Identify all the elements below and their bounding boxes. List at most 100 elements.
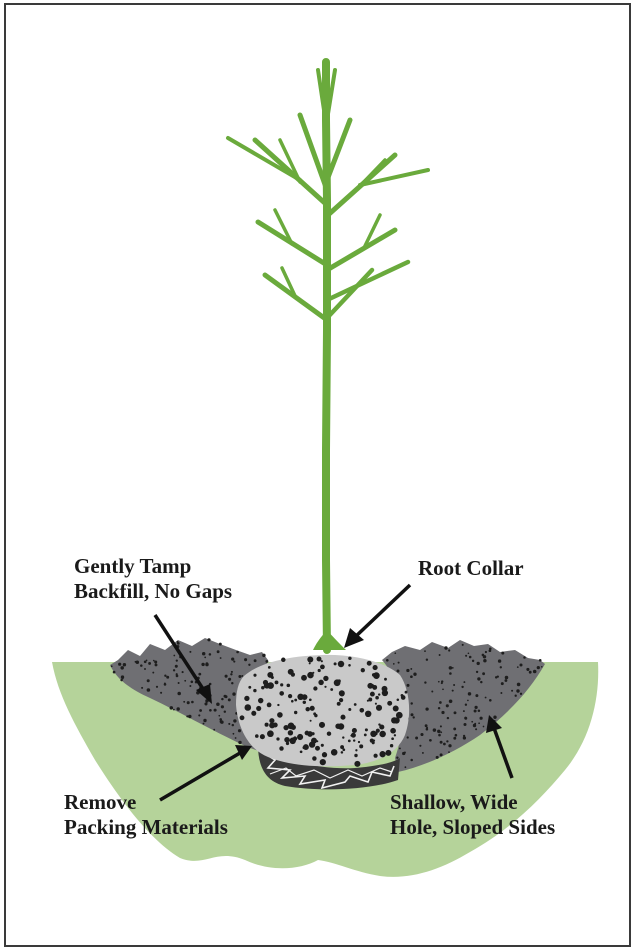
soil-speck: [310, 720, 312, 722]
soil-speck: [359, 744, 363, 748]
soil-speck: [251, 711, 256, 716]
soil-speck: [225, 675, 228, 678]
soil-speck: [390, 744, 393, 747]
soil-speck: [313, 686, 317, 690]
soil-speck: [160, 692, 162, 694]
soil-speck: [465, 655, 467, 657]
soil-speck: [342, 748, 345, 751]
soil-speck: [152, 672, 154, 674]
soil-speck: [203, 719, 206, 722]
soil-speck: [441, 682, 443, 684]
soil-speck: [375, 703, 377, 705]
soil-speck: [365, 728, 368, 731]
soil-speck: [539, 659, 542, 662]
soil-speck: [537, 666, 540, 669]
soil-speck: [411, 713, 414, 716]
soil-speck: [337, 702, 341, 706]
branch: [327, 230, 395, 270]
branch: [327, 262, 408, 300]
soil-speck: [275, 680, 279, 684]
soil-speck: [301, 675, 307, 681]
soil-speck: [303, 701, 306, 704]
soil-speck: [426, 658, 428, 660]
soil-speck: [279, 691, 284, 696]
soil-speck: [147, 679, 150, 682]
soil-speck: [405, 766, 407, 768]
soil-speck: [477, 662, 480, 665]
soil-speck: [382, 686, 388, 692]
soil-speck: [123, 663, 126, 666]
soil-speck: [420, 733, 423, 736]
soil-speck: [300, 750, 303, 753]
soil-speck: [354, 703, 357, 706]
soil-speck: [365, 712, 370, 717]
soil-speck: [173, 709, 175, 711]
soil-speck: [410, 668, 412, 670]
soil-speck: [248, 686, 251, 689]
soil-speck: [265, 660, 268, 663]
soil-speck: [361, 668, 365, 672]
soil-speck: [468, 652, 470, 654]
soil-speck: [307, 672, 313, 678]
soil-speck: [472, 660, 474, 662]
soil-speck: [454, 711, 457, 714]
soil-speck: [425, 724, 428, 727]
soil-speck: [291, 725, 296, 730]
soil-speck: [452, 690, 454, 692]
soil-speck: [519, 663, 522, 666]
soil-speck: [462, 644, 464, 646]
soil-speck: [201, 663, 204, 666]
soil-speck: [238, 675, 241, 678]
soil-speck: [396, 757, 398, 759]
soil-speck: [238, 741, 241, 744]
soil-speck: [368, 698, 372, 702]
soil-speck: [381, 753, 383, 755]
soil-speck: [351, 733, 356, 738]
soil-speck: [461, 686, 463, 688]
soil-speck: [393, 706, 399, 712]
soil-speck: [419, 745, 421, 747]
soil-speck: [354, 761, 360, 767]
soil-speck: [378, 693, 380, 695]
soil-speck: [515, 695, 517, 697]
soil-speck: [177, 707, 180, 710]
soil-speck: [291, 700, 294, 703]
soil-speck: [465, 704, 467, 706]
soil-speck: [387, 701, 392, 706]
soil-speck: [156, 686, 158, 688]
soil-speck: [176, 659, 178, 661]
soil-speck: [526, 668, 529, 671]
soil-speck: [398, 662, 400, 664]
soil-speck: [440, 725, 442, 727]
soil-speck: [469, 656, 472, 659]
soil-speck: [511, 690, 513, 692]
soil-speck: [529, 671, 532, 674]
label-line: Backfill, No Gaps: [74, 579, 232, 604]
soil-speck: [516, 689, 519, 692]
soil-speck: [118, 663, 121, 666]
soil-speck: [323, 676, 328, 681]
soil-speck: [261, 686, 264, 689]
soil-speck: [283, 725, 288, 730]
soil-speck: [302, 694, 308, 700]
soil-speck: [258, 698, 263, 703]
soil-speck: [244, 696, 249, 701]
soil-speck: [294, 699, 297, 702]
soil-speck: [236, 651, 239, 654]
soil-speck: [453, 737, 456, 740]
soil-speck: [483, 659, 486, 662]
soil-speck: [476, 671, 478, 673]
soil-speck: [189, 685, 191, 687]
soil-speck: [331, 749, 338, 756]
soil-speck: [203, 723, 205, 725]
soil-speck: [448, 751, 450, 753]
soil-speck: [330, 688, 333, 691]
soil-speck: [446, 704, 449, 707]
soil-speck: [413, 716, 415, 718]
soil-speck: [342, 736, 344, 738]
soil-speck: [422, 752, 424, 754]
soil-speck: [166, 676, 169, 679]
soil-speck: [146, 659, 148, 661]
soil-speck: [523, 656, 526, 659]
soil-speck: [267, 703, 272, 708]
